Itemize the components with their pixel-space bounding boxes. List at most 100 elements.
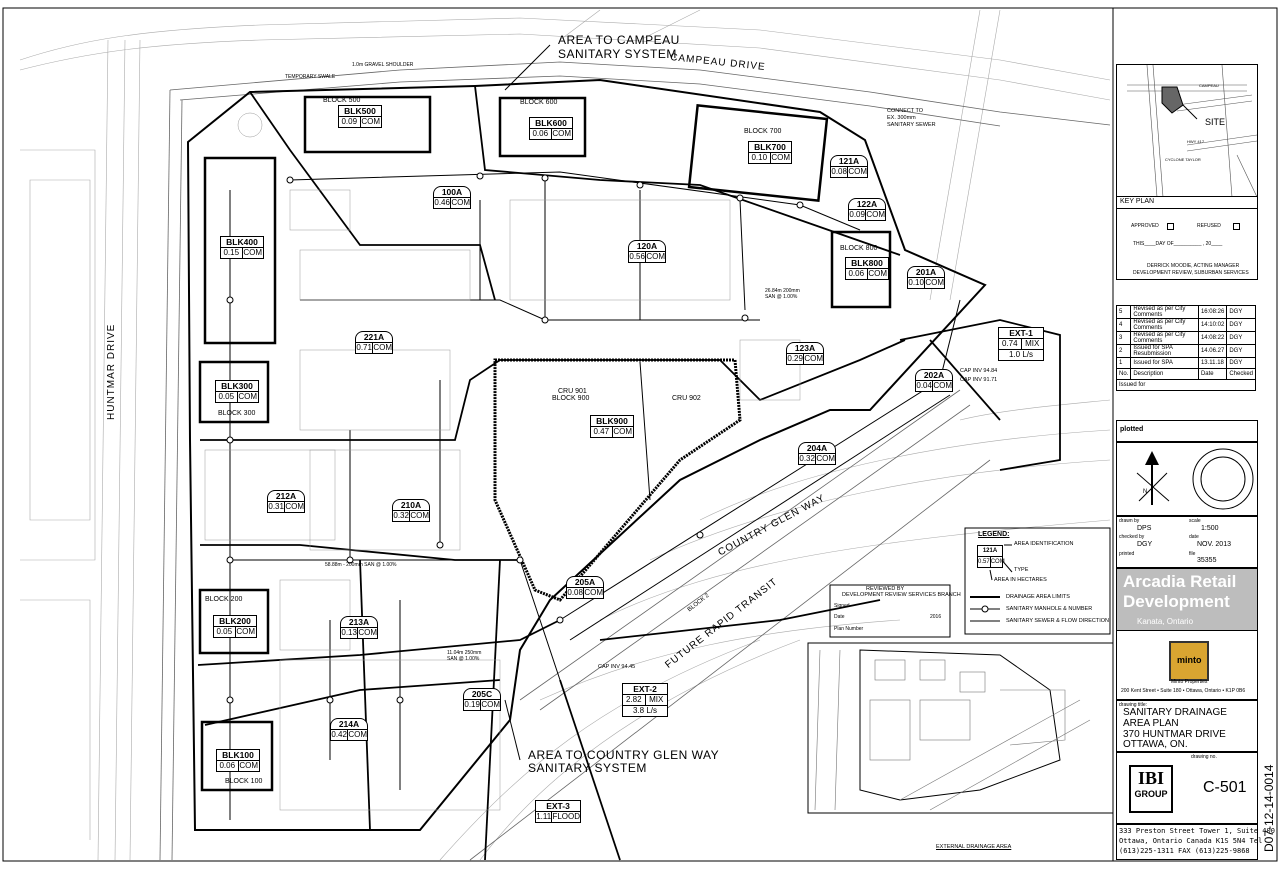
- site-marker: [1161, 86, 1184, 114]
- cap-inv-label-3: CAP INV 91.71: [960, 377, 998, 383]
- sheet-border: [2, 7, 1278, 862]
- background-linework: [19, 9, 1111, 861]
- cru-divider: [639, 361, 651, 501]
- cap-inv-label-1: CAP INV 94.45: [598, 664, 636, 670]
- legend-manhole: SANITARY MANHOLE & NUMBER: [1006, 606, 1093, 612]
- key-plan-map: [1127, 65, 1257, 197]
- drawing-title-box: drawing title: SANITARY DRAINAGE AREA PL…: [1116, 700, 1258, 752]
- external-drainage-label: EXTERNAL DRAINAGE AREA: [936, 844, 1012, 850]
- cru-901-label: CRU 901: [558, 388, 587, 395]
- road-edges: [159, 61, 1111, 861]
- block-800-label: BLOCK 800: [840, 245, 878, 252]
- connect-to-label: CONNECT TO: [887, 108, 924, 114]
- project-banner: Arcadia Retail Development Kanata, Ontar…: [1116, 568, 1258, 632]
- approval-box: APPROVED REFUSED THIS____DAY OF_________…: [1116, 208, 1258, 280]
- review-box: [829, 584, 951, 638]
- pipe-label-1: 26.84m 200mm SAN @ 1.00%: [765, 288, 800, 300]
- area-campeau-line2: SANITARY SYSTEM: [558, 47, 677, 61]
- sanitary-sewer-label: SANITARY SEWER: [887, 122, 936, 128]
- legend-type: TYPE: [1014, 567, 1029, 573]
- review-plan-number: Plan Number: [834, 626, 864, 632]
- area-campeau-line1: AREA TO CAMPEAU: [558, 33, 680, 47]
- refused-checkbox[interactable]: [1233, 223, 1240, 230]
- key-plan-cyclone: CYCLONE TAYLOR: [1165, 157, 1201, 162]
- manholes: [226, 172, 944, 704]
- plotted-row: plotted: [1116, 420, 1258, 442]
- review-year: 2016: [930, 614, 942, 620]
- drainage-area-limits: [197, 85, 1061, 861]
- client-box: minto Minto Properties 200 Kent Street •…: [1116, 630, 1258, 700]
- legend-sewer-flow: SANITARY SEWER & FLOW DIRECTION: [1006, 618, 1109, 624]
- parking-layout: [204, 112, 801, 811]
- legend-drainage-limits: DRAINAGE AREA LIMITS: [1006, 594, 1070, 600]
- block-900-outline: [493, 358, 742, 602]
- block-700-label: BLOCK 700: [744, 128, 782, 135]
- cru-902-label: CRU 902: [672, 395, 701, 402]
- block-600-label: BLOCK 600: [520, 99, 558, 106]
- buildings: [198, 95, 892, 792]
- legend-symbols: [964, 527, 1111, 635]
- cap-inv-label-2: CAP INV 94.84: [960, 368, 998, 374]
- review-title: REVIEWED BY: [866, 586, 905, 592]
- site-boundary: [186, 78, 987, 831]
- drawing-number: C-501: [1203, 779, 1247, 796]
- pipe-label-3: 58.88m - 200mm SAN @ 1.00%: [325, 562, 397, 568]
- key-plan-frame: SITE CAMPEAU HWY 417 CYCLONE TAYLOR: [1116, 64, 1258, 198]
- area-country-glen-line1: AREA TO COUNTRY GLEN WAY: [528, 748, 720, 762]
- inset-map: [814, 649, 1091, 811]
- key-plan-hwy: HWY 417: [1187, 139, 1205, 144]
- north-stamp-box: N: [1116, 442, 1258, 516]
- block-300-label: BLOCK 300: [218, 410, 256, 417]
- legend-title: LEGEND:: [978, 531, 1010, 538]
- gravel-shoulder-label: 1.0m GRAVEL SHOULDER: [352, 62, 414, 68]
- legend-area-hectares: AREA IN HECTARES: [994, 577, 1047, 583]
- firm-drawing-no-box: IBI GROUP drawing no. C-501: [1116, 752, 1258, 824]
- annotation-arrows: [504, 44, 551, 761]
- minto-logo: minto: [1169, 641, 1209, 681]
- approved-checkbox[interactable]: [1167, 223, 1174, 230]
- existing-sewer-label: EX. 300mm: [887, 115, 916, 121]
- inset-map-frame: [807, 642, 1114, 814]
- area-country-glen-line2: SANITARY SYSTEM: [528, 761, 647, 775]
- block-200-label: BLOCK 200: [205, 596, 243, 603]
- block-500-label: BLOCK 500: [323, 97, 361, 104]
- firm-address-box: 333 Preston Street Tower 1, Suite 400 Ot…: [1116, 824, 1275, 860]
- huntmar-drive-label: HUNTMAR DRIVE: [106, 323, 117, 420]
- north-arrow: [1136, 448, 1254, 510]
- legend-area-id: AREA IDENTIFICATION: [1014, 541, 1074, 547]
- block-900-label: BLOCK 900: [552, 395, 590, 402]
